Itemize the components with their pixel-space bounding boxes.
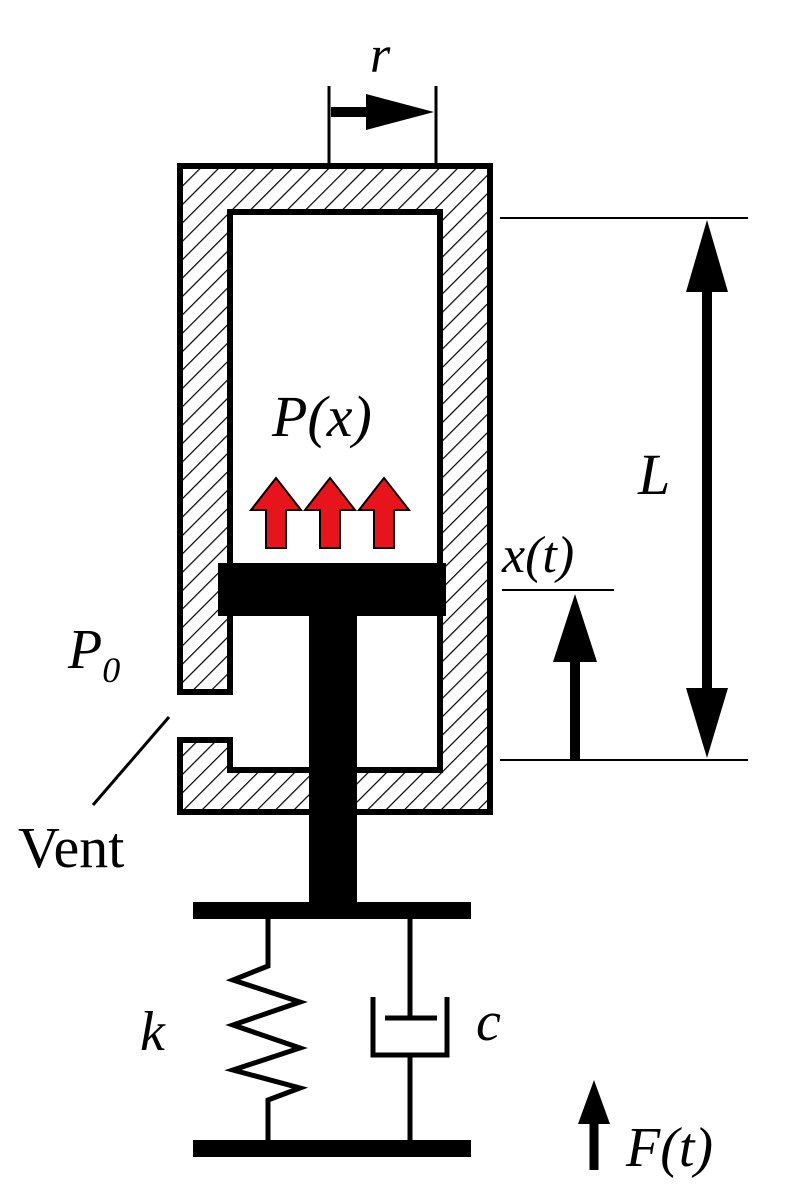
- vent-leader-line: [91, 716, 171, 806]
- up-arrow-icon: [578, 1080, 610, 1124]
- radius-dimension: [327, 86, 438, 166]
- cylinder-housing: [177, 163, 493, 815]
- pressure-arrows: [248, 476, 412, 549]
- length-dimension: [500, 217, 748, 761]
- up-arrow-icon: [553, 594, 597, 662]
- spring-label: k: [140, 1001, 166, 1063]
- radius-label: r: [370, 27, 391, 84]
- ambient-pressure-label: P0: [67, 619, 120, 690]
- piston-head: [218, 563, 446, 616]
- up-arrow-icon: [686, 220, 728, 292]
- right-arrow-icon: [366, 94, 434, 130]
- pressure-label: P(x): [271, 384, 372, 449]
- vent-label: Vent: [18, 815, 124, 880]
- displacement-indicator: [502, 589, 614, 760]
- bottom-plate: [193, 1140, 471, 1157]
- spring: [224, 918, 309, 1142]
- up-arrow-icon: [248, 476, 304, 549]
- damper-label: c: [476, 991, 501, 1053]
- up-arrow-icon: [302, 476, 358, 549]
- force-label: F(t): [625, 1117, 713, 1179]
- down-arrow-icon: [686, 688, 728, 758]
- displacement-label: x(t): [501, 527, 574, 584]
- piston-rod: [309, 612, 357, 902]
- force-arrow: [578, 1080, 610, 1170]
- length-label: L: [637, 442, 670, 507]
- ambient-pressure-base: P: [67, 619, 102, 681]
- top-plate: [193, 902, 471, 919]
- ambient-pressure-subscript: 0: [102, 650, 120, 690]
- damper: [370, 918, 450, 1142]
- up-arrow-icon: [356, 476, 412, 549]
